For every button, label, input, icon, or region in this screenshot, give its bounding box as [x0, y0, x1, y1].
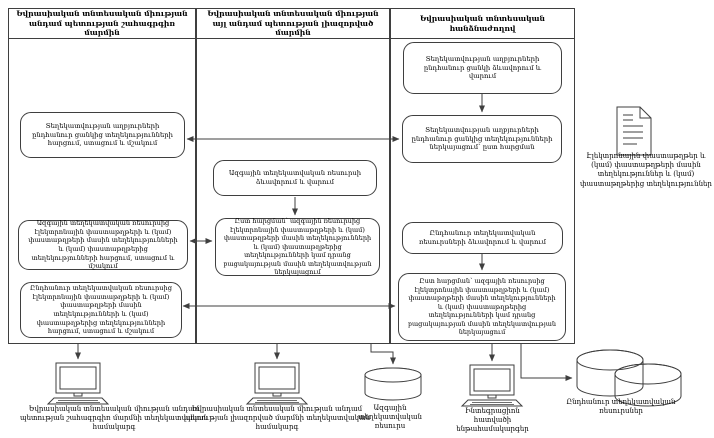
process-box-request-from-common-resource: Ընդհանուր տեղեկատվական ռեսուրսից էլեկտրո… — [20, 282, 182, 338]
label-national-resource: Ազգային տեղեկատվական ռեսուրս — [358, 404, 422, 431]
label-authorized-system: Եվրասիական տնտեսական միության անդամ պետո… — [183, 405, 371, 432]
process-box-request-from-common-list: Տեղեկատվության աղբյուրների ընդհանուր ցան… — [20, 112, 185, 158]
process-box-common-list-maintenance: Տեղեկատվության աղբյուրների ընդհանուր ցան… — [403, 42, 562, 94]
monitor-icon-integration-subsystems — [460, 364, 524, 407]
lane-header-authorized-body: Եվրասիական տնտեսական միության այլ անդամ … — [197, 9, 389, 39]
lane-authorized-body: Եվրասիական տնտեսական միության այլ անդամ … — [196, 8, 390, 344]
label-interested-system: Եվրասիական տնտեսական միության անդամ պետո… — [19, 405, 208, 432]
process-box-request-from-national-resource: Ազգային տեղեկատվական ռեսուրսից էլեկտրոնա… — [18, 219, 188, 270]
lane-commission: Եվրասիական տնտեսական հանձնաժողով — [390, 8, 575, 344]
process-box-national-resource-maintenance: Ազգային տեղեկատվական ռեսուրսի ձևավորում … — [213, 160, 377, 196]
monitor-icon-authorized-system — [245, 362, 309, 405]
database-icons-common-resources — [576, 349, 682, 407]
lane-header-interested-body: Եվրասիական տնտեսական միության անդամ պետո… — [9, 9, 195, 39]
process-box-common-list-presentation: Տեղեկատվության աղբյուրների ընդհանուր ցան… — [402, 115, 562, 163]
document-note-label: Էլեկտրոնային փաստաթղթեր և (կամ) փաստաթղթ… — [580, 152, 712, 188]
process-box-common-resources-maintenance: Ընդհանուր տեղեկատվական ռեսուրսների ձևավո… — [402, 222, 563, 254]
process-box-national-resource-presentation: Ըստ հարցման՝ ազգային ռեսուրսից էլեկտրոնա… — [215, 217, 380, 276]
label-common-resources: Ընդհանուր տեղեկատվական ռեսուրսներ — [566, 398, 676, 416]
arrow-lane3-to-common-resources — [520, 344, 573, 381]
process-box-commission-presentation: Ըստ հարցման՝ ազգային ռեսուրսից էլեկտրոնա… — [398, 273, 566, 341]
document-icon — [616, 106, 652, 156]
lane-interested-body: Եվրասիական տնտեսական միության անդամ պետո… — [8, 8, 196, 344]
lane-header-commission: Եվրասիական տնտեսական հանձնաժողով — [391, 9, 574, 39]
arrow-lane2-to-national-resource — [370, 344, 396, 365]
monitor-icon-interested-system — [46, 362, 110, 405]
label-integration-subsystems: Ինտեգրացիոն հատվածի ենթահամակարգեր — [456, 407, 529, 434]
database-icon-national-resource — [364, 367, 422, 401]
